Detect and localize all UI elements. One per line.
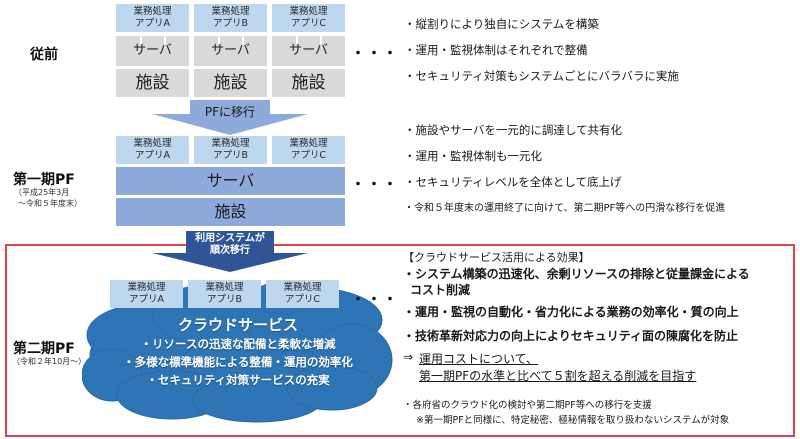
app-line2: アプリA: [129, 294, 164, 305]
effects-note1: ・各府省のクラウド化の検討や第二期PF等への移行を支援: [403, 400, 652, 411]
app-line2: アプリB: [212, 18, 249, 29]
server-box-a-before: サーバ: [116, 36, 189, 66]
ellipsis-first: ・・・: [351, 177, 399, 193]
bullet-item: ・令和５年度末の運用終了に向けて、第二期PF等への円滑な移行を促進: [404, 203, 726, 214]
cloud-line: ・多様な標準機能による整備・運用の効率化: [123, 355, 353, 369]
app-line2: アプリC: [284, 294, 321, 305]
ellipsis-before: ・・・: [351, 46, 399, 62]
app-line1: 業務処理: [127, 282, 166, 293]
shared-server-box: サーバ: [116, 167, 345, 195]
bullet-item: ・セキュリティレベルを全体として底上げ: [404, 175, 622, 189]
server-divider: [164, 36, 166, 44]
app-box-c-before: 業務処理 アプリC: [272, 4, 345, 32]
bullet-item: ・セキュリティ対策もシステムごとにバラバラに実施: [404, 69, 679, 83]
effects-item: ・技術革新対応力の向上によりセキュリティ面の陳腐化を防止: [403, 329, 739, 343]
app-line1: 業務処理: [289, 138, 328, 149]
app-box-b-first: 業務処理 アプリB: [194, 136, 267, 164]
app-line1: 業務処理: [211, 138, 250, 149]
server-divider: [140, 36, 142, 44]
phase-label-first-pf: 第一期PF: [13, 172, 75, 188]
app-line1: 業務処理: [133, 6, 172, 17]
server-divider: [218, 36, 220, 44]
app-box-b-second: 業務処理 アプリB: [188, 280, 261, 308]
cloud-line: ・セキュリティ対策サービスの充実: [146, 373, 330, 387]
server-box-c-before: サーバ: [272, 36, 345, 66]
app-line2: アプリB: [212, 150, 249, 161]
app-box-c-second: 業務処理 アプリC: [266, 280, 339, 308]
sequential-migration-label: 利用システムが 順次移行: [186, 233, 274, 257]
facility-box-a-before: 施設: [116, 69, 189, 97]
migration-arrow-icon: [152, 100, 308, 135]
arrow-label-line2: 順次移行: [210, 245, 250, 256]
app-box-a-first: 業務処理 アプリA: [116, 136, 189, 164]
second-pf-frame: [5, 244, 795, 437]
sequential-migration-arrow-icon: [152, 231, 308, 272]
server-divider: [242, 36, 244, 44]
phase-label-before: 従前: [30, 47, 58, 63]
ellipsis-second: ・・・: [351, 292, 399, 308]
effects-heading: 【クラウドサービス活用による効果】: [403, 251, 590, 264]
cloud-line: ・リソースの迅速な配備と柔軟な増減: [140, 337, 336, 351]
app-line2: アプリC: [290, 18, 327, 29]
app-line1: 業務処理: [283, 282, 322, 293]
server-label: サーバ: [211, 43, 250, 58]
app-box-b-before: 業務処理 アプリB: [194, 4, 267, 32]
facility-box-c-before: 施設: [272, 69, 345, 97]
server-divider: [320, 36, 322, 44]
phase-label-second-pf: 第二期PF: [13, 341, 75, 357]
app-line1: 業務処理: [205, 282, 244, 293]
cost-arrow: ⇒: [403, 350, 414, 364]
server-label: サーバ: [289, 43, 328, 58]
effects-item: ・運用・監視の自動化・省力化による業務の効率化・質の向上: [403, 305, 739, 319]
cost-line1: 運用コストについて、: [419, 352, 539, 366]
bullet-item: ・運用・監視体制も一元化: [404, 149, 542, 163]
first-pf-period-line2: ～令和５年度末）: [18, 199, 82, 208]
app-box-c-first: 業務処理 アプリC: [272, 136, 345, 164]
cost-line2: 第一期PFの水準と比べて５割を超える削減を目指す: [419, 369, 697, 383]
bullet-item: ・施設やサーバを一元的に調達して共有化: [404, 123, 623, 137]
app-line2: アプリA: [135, 18, 170, 29]
server-divider: [296, 36, 298, 44]
cloud-title: クラウドサービス: [177, 316, 298, 334]
effects-item: ・システム構築の迅速化、余剰リソースの排除と従量課金による: [403, 267, 750, 281]
first-pf-period-line1: （平成25年3月: [14, 188, 70, 197]
app-line1: 業務処理: [289, 6, 328, 17]
app-line2: アプリC: [290, 150, 327, 161]
effects-item-cont: コスト削減: [410, 283, 471, 297]
bullet-item: ・運用・監視体制はそれぞれで整備: [404, 43, 588, 57]
arrow-label-line1: 利用システムが: [195, 233, 265, 244]
app-line2: アプリA: [135, 150, 170, 161]
second-pf-period: （令和２年10月～）: [12, 357, 87, 366]
app-box-a-before: 業務処理 アプリA: [116, 4, 189, 32]
app-line2: アプリB: [206, 294, 243, 305]
effects-note2: ※第一期PFと同様に、特定秘密、極秘情報を取り扱わないシステムが対象: [416, 415, 730, 426]
app-line1: 業務処理: [133, 138, 172, 149]
bullet-item: ・縦割りにより独自にシステムを構築: [404, 17, 599, 31]
app-line1: 業務処理: [211, 6, 250, 17]
server-label: サーバ: [133, 43, 172, 58]
server-box-b-before: サーバ: [194, 36, 267, 66]
facility-box-b-before: 施設: [194, 69, 267, 97]
migration-arrow-label: PFに移行: [204, 105, 256, 119]
shared-facility-box: 施設: [116, 198, 345, 226]
app-box-a-second: 業務処理 アプリA: [110, 280, 183, 308]
